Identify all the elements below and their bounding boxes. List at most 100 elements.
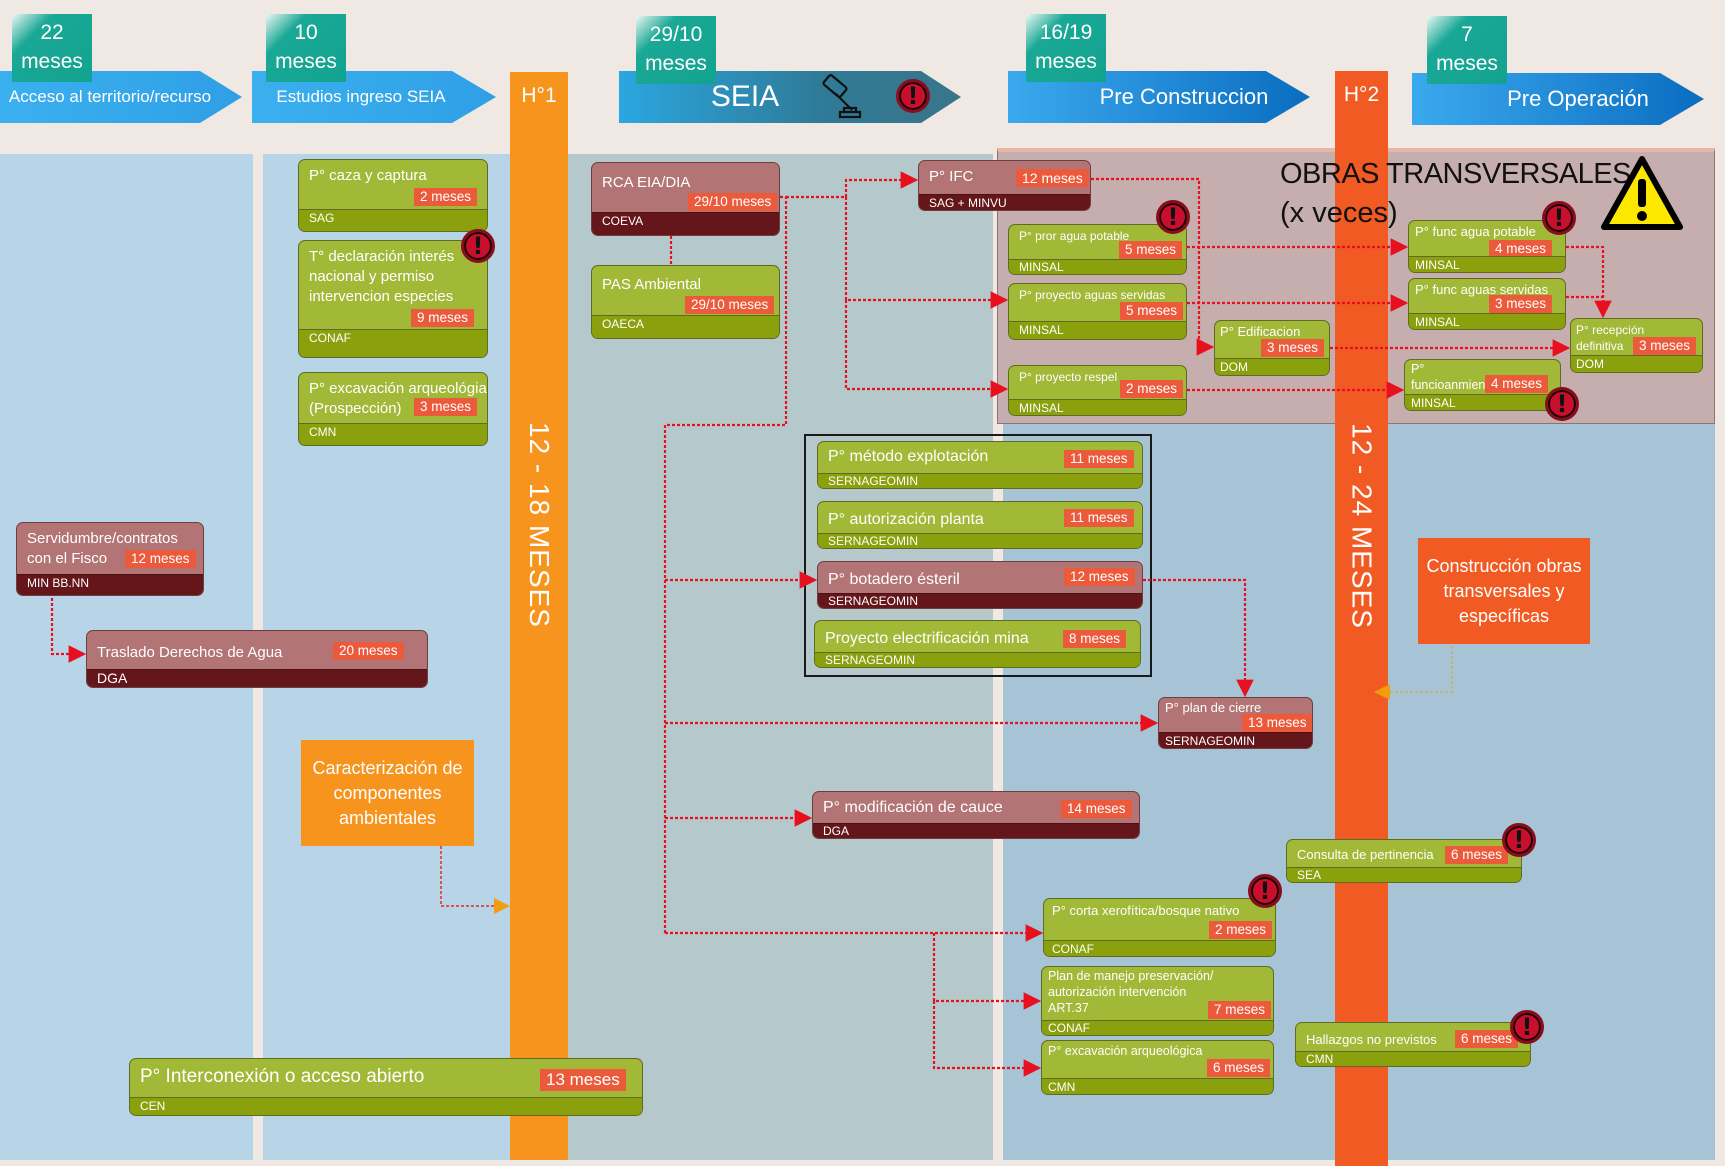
- duration-tag: 8 meses: [1063, 630, 1127, 648]
- agency-label: SERNAGEOMIN: [818, 593, 1142, 608]
- duration-tag: 29/10 meses: [688, 193, 778, 211]
- card-edificacion[interactable]: P° Edificacion 3 meses DOM: [1214, 320, 1330, 376]
- agency-label: SERNAGEOMIN: [818, 533, 1142, 548]
- card-recepcion[interactable]: P° recepción definitiva 3 meses DOM: [1570, 318, 1703, 373]
- duration-tag: 3 meses: [1489, 295, 1553, 313]
- phase-label: Acceso al territorio/recurso: [8, 87, 212, 106]
- duration-tag: 11 meses: [1064, 509, 1134, 527]
- card-rca[interactable]: RCA EIA/DIA 29/10 meses COEVA: [591, 162, 780, 236]
- gavel-icon: [816, 74, 868, 127]
- card-plan-manejo[interactable]: Plan de manejo preservación/ autorizació…: [1041, 966, 1274, 1036]
- alert-icon-seia: !: [896, 79, 930, 113]
- note-caracterizacion: Caracterización de componentes ambiental…: [301, 740, 474, 846]
- duration-tag: 2 meses: [1120, 380, 1184, 398]
- card-plan-cierre[interactable]: P° plan de cierre 13 meses SERNAGEOMIN: [1158, 697, 1313, 749]
- card-caza[interactable]: P° caza y captura 2 meses SAG: [298, 159, 488, 232]
- phase-label: Estudios ingreso SEIA: [276, 87, 446, 106]
- agency-label: SERNAGEOMIN: [1159, 732, 1312, 748]
- duration-tag: 3 meses: [1633, 337, 1697, 355]
- agency-label: CEN: [130, 1097, 642, 1115]
- alert-icon: !: [1156, 200, 1190, 234]
- note-construccion: Construcción obras transversales y espec…: [1418, 538, 1590, 644]
- agency-label: SERNAGEOMIN: [815, 652, 1140, 667]
- milestone-range: 12 - 24 MESES: [1346, 423, 1378, 629]
- duration-tag: 20 meses: [333, 642, 404, 660]
- milestone-h2: H°2 12 - 24 MESES: [1335, 71, 1388, 1166]
- agency-label: CONAF: [1042, 1020, 1273, 1035]
- agency-label: CONAF: [1044, 940, 1275, 956]
- agency-label: CMN: [1042, 1078, 1273, 1094]
- agency-label: MINSAL: [1009, 321, 1186, 339]
- card-planta[interactable]: P° autorización planta 11 meses SERNAGEO…: [817, 501, 1143, 549]
- agency-label: MINSAL: [1409, 313, 1565, 329]
- card-servidumbre[interactable]: Servidumbre/contratos con el Fisco 12 me…: [16, 522, 204, 596]
- agency-label: CMN: [1296, 1051, 1530, 1066]
- agency-label: DGA: [813, 823, 1139, 838]
- duration-tag: 29/10 meses: [685, 296, 775, 314]
- card-func-aguas-servidas[interactable]: P° func aguas servidas 3 meses MINSAL: [1408, 278, 1566, 330]
- agency-label: MINSAL: [1009, 259, 1186, 274]
- phase-acceso: Acceso al territorio/recurso: [0, 71, 242, 123]
- card-aguas-servidas[interactable]: P° proyecto aguas servidas 5 meses MINSA…: [1008, 283, 1187, 340]
- duration-tag: 3 meses: [414, 398, 478, 416]
- agency-label: MINSAL: [1009, 399, 1186, 415]
- card-agua-potable[interactable]: P° pror agua potable 5 meses MINSAL: [1008, 224, 1187, 275]
- duration-tag: 3 meses: [1261, 339, 1325, 357]
- phase-pre-operacion: Pre Operación: [1412, 73, 1704, 125]
- card-excavacion-arqueologica[interactable]: P° excavación arqueológica 6 meses CMN: [1041, 1040, 1274, 1095]
- duration-tag: 6 meses: [1207, 1059, 1271, 1077]
- phase-seia: SEIA: [619, 71, 961, 123]
- duration-tag: 14 meses: [1061, 800, 1132, 818]
- card-xerofitica[interactable]: P° corta xerofítica/bosque nativo 2 mese…: [1043, 898, 1276, 957]
- duration-tag: 11 meses: [1064, 450, 1134, 468]
- agency-label: SAG: [299, 209, 487, 231]
- card-traslado[interactable]: Traslado Derechos de Agua 20 meses DGA: [86, 630, 428, 688]
- card-botadero[interactable]: P° botadero ésteril 12 meses SERNAGEOMIN: [817, 561, 1143, 609]
- card-respel[interactable]: P° proyecto respel 2 meses MINSAL: [1008, 365, 1187, 416]
- agency-label: DOM: [1571, 355, 1702, 372]
- alert-icon: !: [461, 229, 495, 263]
- card-metodo[interactable]: P° método explotación 11 meses SERNAGEOM…: [817, 441, 1143, 489]
- alert-icon: !: [1248, 874, 1282, 908]
- duration-tag: 13 meses: [1242, 714, 1312, 732]
- card-pas[interactable]: PAS Ambiental 29/10 meses OAECA: [591, 265, 780, 339]
- duration-tag: 2 meses: [1209, 921, 1273, 939]
- card-ifc[interactable]: P° IFC 12 meses SAG + MINVU: [918, 160, 1091, 211]
- duration-tag: 7 meses: [1208, 1001, 1272, 1019]
- phase-label: SEIA: [710, 80, 780, 113]
- milestone-title: H°2: [1343, 83, 1380, 106]
- card-electrificacion[interactable]: Proyecto electrificación mina 8 meses SE…: [814, 620, 1141, 668]
- agency-label: DOM: [1215, 358, 1329, 375]
- alert-icon: !: [1542, 201, 1576, 235]
- card-func-respel[interactable]: P° funcioanmiento respel 4 meses MINSAL: [1404, 359, 1561, 411]
- card-declaracion[interactable]: T° declaración interés nacional y permis…: [298, 240, 488, 358]
- card-func-agua-potable[interactable]: P° func agua potable 4 meses MINSAL: [1408, 220, 1566, 273]
- warning-triangle-icon: [1600, 155, 1684, 231]
- alert-icon: !: [1545, 387, 1579, 421]
- duration-tag: 4 meses: [1489, 240, 1553, 258]
- card-hallazgos[interactable]: Hallazgos no previstos 6 meses CMN: [1295, 1022, 1531, 1067]
- milestone-title: H°1: [521, 84, 557, 107]
- duration-tag: 13 meses: [540, 1069, 626, 1091]
- obras-transversales-title: OBRAS TRANSVERSALES: [1280, 158, 1631, 190]
- obras-transversales-subtitle: (x veces): [1280, 197, 1398, 229]
- duration-tag: 12 meses: [1016, 169, 1089, 187]
- card-interconexion[interactable]: P° Interconexión o acceso abierto 13 mes…: [129, 1058, 643, 1116]
- card-excavacion-prospeccion[interactable]: P° excavación arqueológia (Prospección) …: [298, 372, 488, 446]
- sernageomin-group: [804, 434, 1152, 677]
- alert-icon: !: [1510, 1010, 1544, 1044]
- agency-label: SERNAGEOMIN: [818, 473, 1142, 488]
- agency-label: MINSAL: [1405, 394, 1560, 410]
- agency-label: OAECA: [592, 315, 779, 338]
- card-pertinencia[interactable]: Consulta de pertinencia 6 meses SEA: [1286, 839, 1522, 883]
- duration-tag: 9 meses: [411, 309, 475, 327]
- phase-estudios: Estudios ingreso SEIA: [252, 71, 496, 123]
- milestone-range: 12 - 18 MESES: [524, 422, 555, 628]
- card-cauce[interactable]: P° modificación de cauce 14 meses DGA: [812, 791, 1140, 839]
- duration-tag: 6 meses: [1445, 846, 1509, 864]
